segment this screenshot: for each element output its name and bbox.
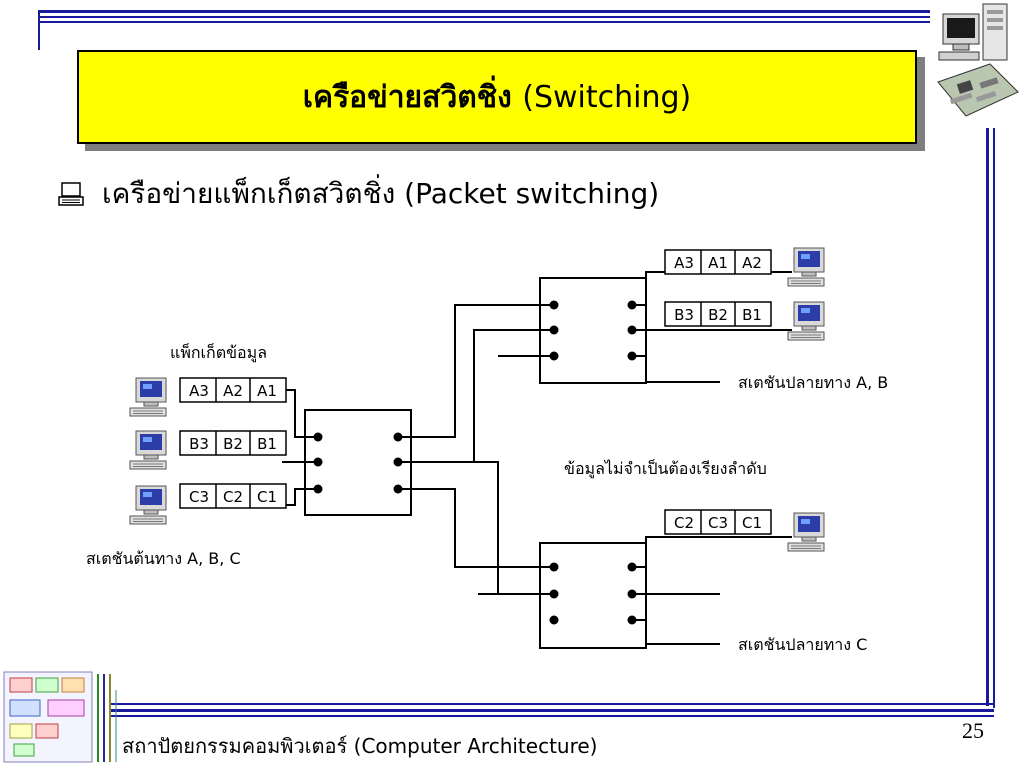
port-dot (393, 432, 403, 442)
packet-cell: B1 (257, 435, 277, 453)
link-dest-a (632, 271, 792, 306)
motherboard-icon (937, 63, 1019, 117)
frame-left-line (38, 10, 40, 50)
port-dot (627, 351, 637, 361)
packet-row-src-b: B3 B2 B1 (179, 430, 287, 456)
port-dot (313, 457, 323, 467)
packet-cell: A1 (708, 254, 728, 272)
computer-terminal-icon (129, 377, 167, 417)
packet-cell: A3 (674, 254, 694, 272)
packet-cell: A2 (742, 254, 762, 272)
page-title: เครือข่ายสวิตชิ่ง (Switching) (303, 74, 691, 121)
bullet-row: เครือข่ายแพ็กเก็ตสวิตชิ่ง (Packet switch… (58, 172, 659, 216)
port-dot (627, 325, 637, 335)
packet-cell: A1 (257, 382, 277, 400)
link-src-a (282, 389, 318, 438)
computer-terminal-icon (129, 430, 167, 470)
packet-cell: B2 (708, 306, 728, 324)
link-left-to-bottom (398, 488, 554, 568)
bullet-text: เครือข่ายแพ็กเก็ตสวิตชิ่ง (Packet switch… (102, 177, 660, 210)
port-dot (627, 589, 637, 599)
port-dot (313, 432, 323, 442)
computer-terminal-icon (787, 512, 825, 552)
packet-cell: B3 (189, 435, 209, 453)
link-src-c (282, 488, 318, 506)
port-dot (627, 615, 637, 625)
packet-row-src-c: C3 C2 C1 (179, 483, 287, 509)
link-dest-c-label (632, 619, 720, 645)
frame-bottom-line-1 (110, 703, 994, 705)
label-dest-c: สเตชันปลายทาง C (738, 635, 867, 654)
packet-cell: B3 (674, 306, 694, 324)
label-no-order: ข้อมูลไม่จำเป็นต้องเรียงลำดับ (564, 458, 767, 479)
packet-cell: C3 (708, 514, 728, 532)
port-dot (393, 484, 403, 494)
port-dot (549, 300, 559, 310)
port-dot (549, 325, 559, 335)
title-box: เครือข่ายสวิตชิ่ง (Switching) (77, 50, 917, 144)
link-dest-c (632, 536, 792, 568)
computer-tower-icon (938, 3, 1008, 61)
packet-cell: A3 (189, 382, 209, 400)
label-packets: แพ็กเก็ตข้อมูล (170, 342, 267, 363)
label-dest-ab: สเตชันปลายทาง A, B (738, 373, 888, 392)
page-number: 25 (962, 718, 984, 743)
port-dot (549, 589, 559, 599)
packet-cell: C2 (674, 514, 694, 532)
port-dot (549, 615, 559, 625)
port-dot (393, 457, 403, 467)
packet-row-dest-b: B3 B2 B1 (664, 301, 772, 327)
port-dot (627, 562, 637, 572)
packet-cell: C1 (257, 488, 277, 506)
frame-bottom-line-3 (110, 715, 994, 717)
packet-cell: A2 (223, 382, 243, 400)
computer-terminal-icon (787, 247, 825, 287)
title-thai: เครือข่ายสวิตชิ่ง (302, 79, 512, 115)
frame-right-line-2 (993, 128, 995, 708)
packet-cell: B2 (223, 435, 243, 453)
link-mid-to-bottom (474, 461, 499, 594)
switch-left (304, 409, 412, 516)
link-dest-ab-label (632, 355, 720, 383)
frame-right-line-1 (986, 128, 989, 706)
packet-row-dest-a: A3 A1 A2 (664, 249, 772, 275)
packet-cell: C3 (189, 488, 209, 506)
computer-terminal-icon (129, 485, 167, 525)
link-left-to-top-1 (398, 304, 554, 438)
link-left-to-top-2 (398, 329, 554, 463)
port-dot (549, 562, 559, 572)
frame-bottom-line-2 (110, 709, 994, 712)
packet-cell: C1 (742, 514, 762, 532)
packet-row-dest-c: C2 C3 C1 (664, 509, 772, 535)
frame-top-line-2 (38, 16, 930, 18)
keyboard-icon (58, 182, 84, 206)
footer-text: สถาปัตยกรรมคอมพิวเตอร์ (Computer Archite… (122, 734, 598, 758)
packet-cell: C2 (223, 488, 243, 506)
port-dot (549, 351, 559, 361)
port-dot (627, 300, 637, 310)
packet-row-src-a: A3 A2 A1 (179, 377, 287, 403)
computer-terminal-icon (787, 301, 825, 341)
label-source: สเตชันต้นทาง A, B, C (86, 549, 241, 568)
packet-cell: B1 (742, 306, 762, 324)
frame-top-line-1 (38, 10, 930, 13)
frame-top-line-3 (38, 21, 930, 23)
title-latin: (Switching) (522, 79, 692, 115)
port-dot (313, 484, 323, 494)
architecture-diagram-icon (3, 671, 117, 763)
